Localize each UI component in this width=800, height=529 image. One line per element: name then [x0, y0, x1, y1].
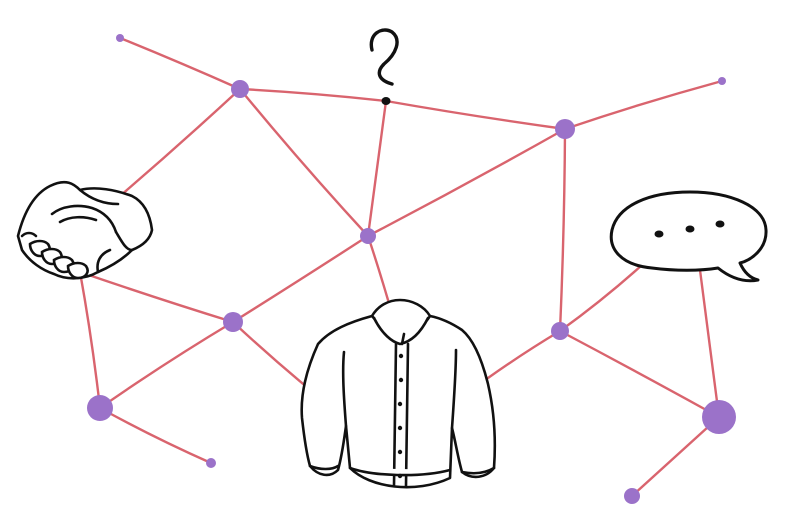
network-edge [238, 87, 370, 238]
network-node [116, 34, 124, 42]
network-node [555, 119, 575, 139]
question-mark-icon [369, 28, 399, 105]
network-edge [238, 87, 388, 103]
network-edge [558, 263, 644, 333]
network-edge [486, 329, 562, 380]
network-edge [231, 320, 310, 390]
network-node [360, 228, 376, 244]
network-node [624, 488, 640, 504]
handshake-icon [16, 180, 154, 280]
network-edges [78, 36, 724, 498]
network-edge [231, 234, 370, 324]
network-edge [98, 320, 235, 410]
network-nodes [87, 34, 736, 504]
network-edge [366, 234, 390, 302]
network-node [551, 322, 569, 340]
network-edge [698, 268, 721, 419]
shirt-icon [300, 298, 497, 489]
speech-bubble-icon [609, 190, 768, 283]
network-edge [563, 79, 724, 131]
network-edge [384, 99, 567, 131]
network-edge [78, 270, 102, 410]
network-edge [366, 99, 388, 238]
network-edge [558, 329, 721, 419]
network-node [231, 80, 249, 98]
network-edge [630, 415, 721, 498]
network-edge [366, 127, 567, 238]
network-node [206, 458, 216, 468]
network-edge [118, 87, 242, 198]
network-node [87, 395, 113, 421]
network-edge [78, 270, 235, 324]
network-edge [558, 127, 567, 333]
network-edge [118, 36, 242, 91]
network-node [718, 77, 726, 85]
network-node [702, 400, 736, 434]
network-node [223, 312, 243, 332]
network-edge [98, 406, 213, 465]
